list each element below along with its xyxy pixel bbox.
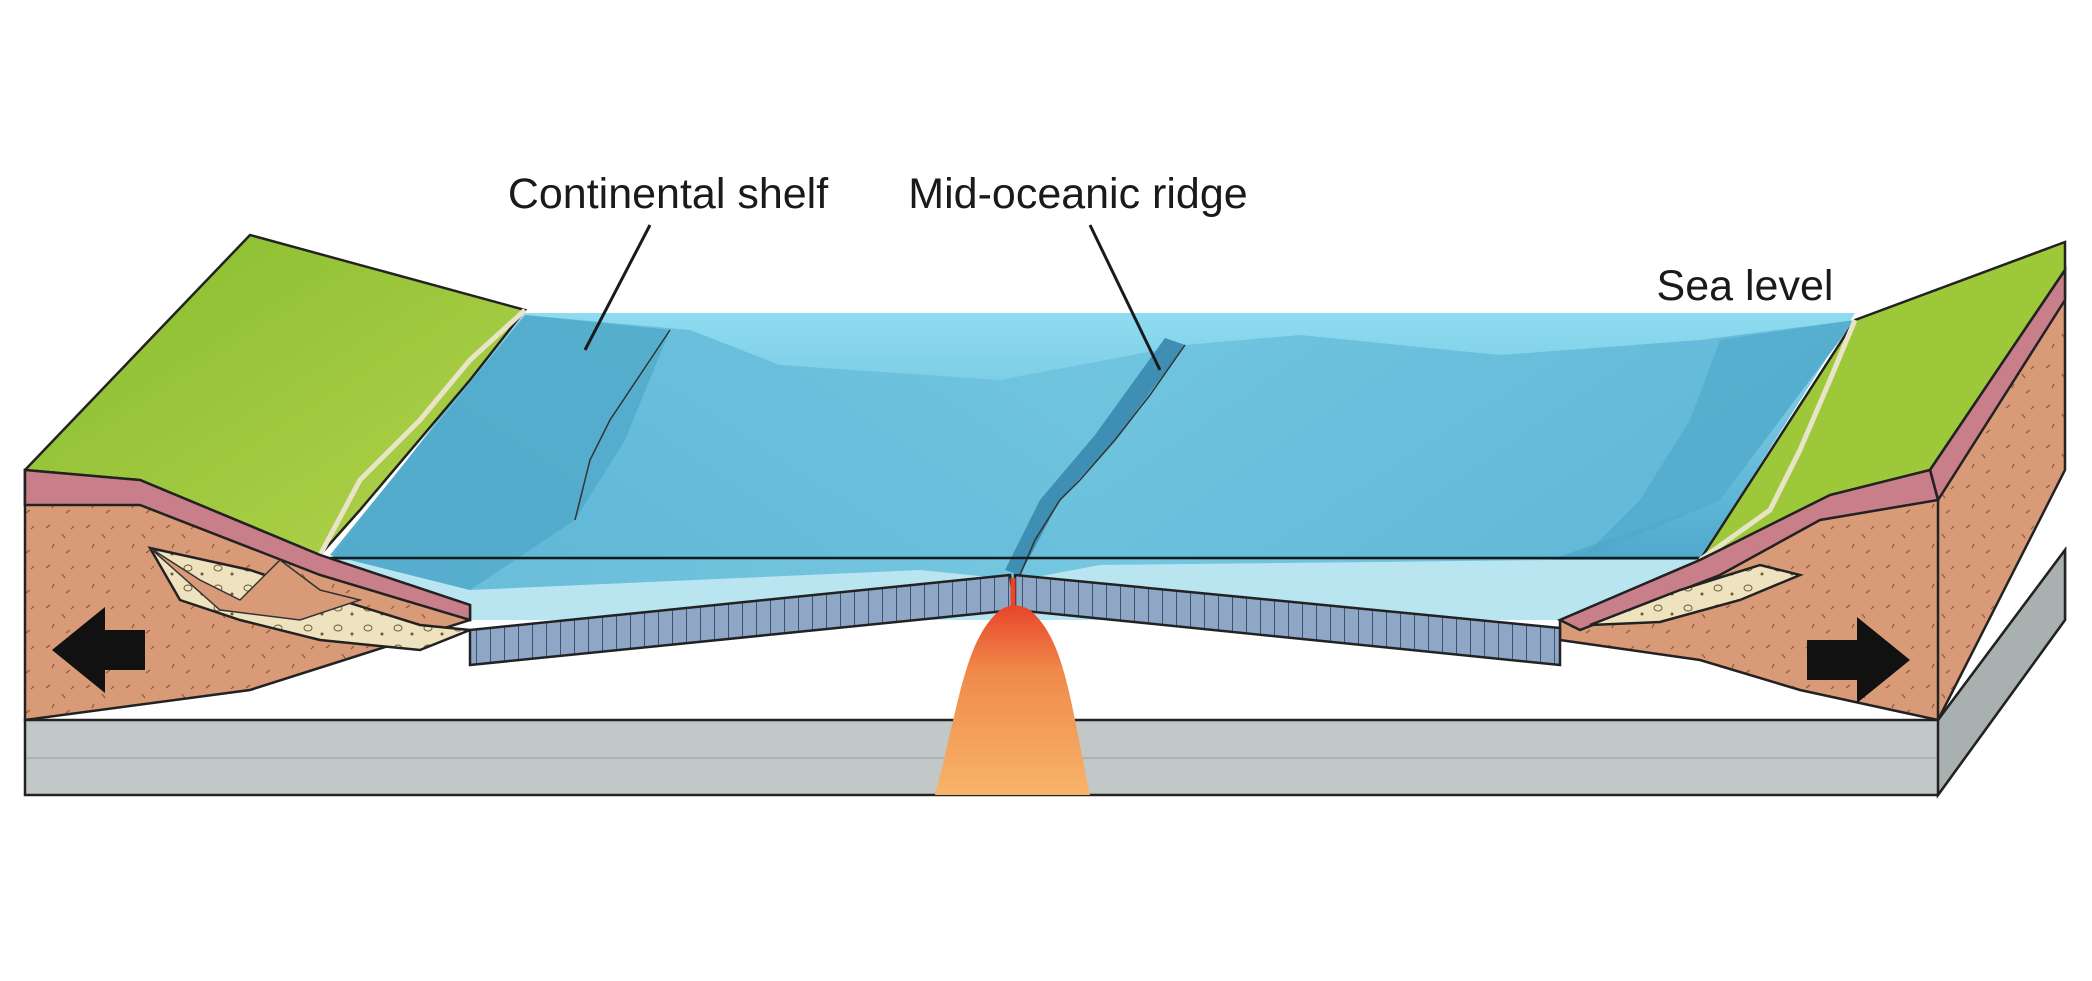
continental-shelf-label: Continental shelf <box>508 170 829 218</box>
mid-oceanic-ridge-label: Mid-oceanic ridge <box>908 170 1247 218</box>
right-arrow-icon <box>1807 617 1910 703</box>
mid-oceanic-ridge-leader <box>1088 224 1162 371</box>
continental-shelf-leader <box>583 224 652 351</box>
magma-plume <box>935 578 1090 795</box>
left-arrow-icon <box>52 607 145 693</box>
ridge-crest <box>1005 338 1186 576</box>
sea-level-label: Sea level <box>1657 262 1834 310</box>
